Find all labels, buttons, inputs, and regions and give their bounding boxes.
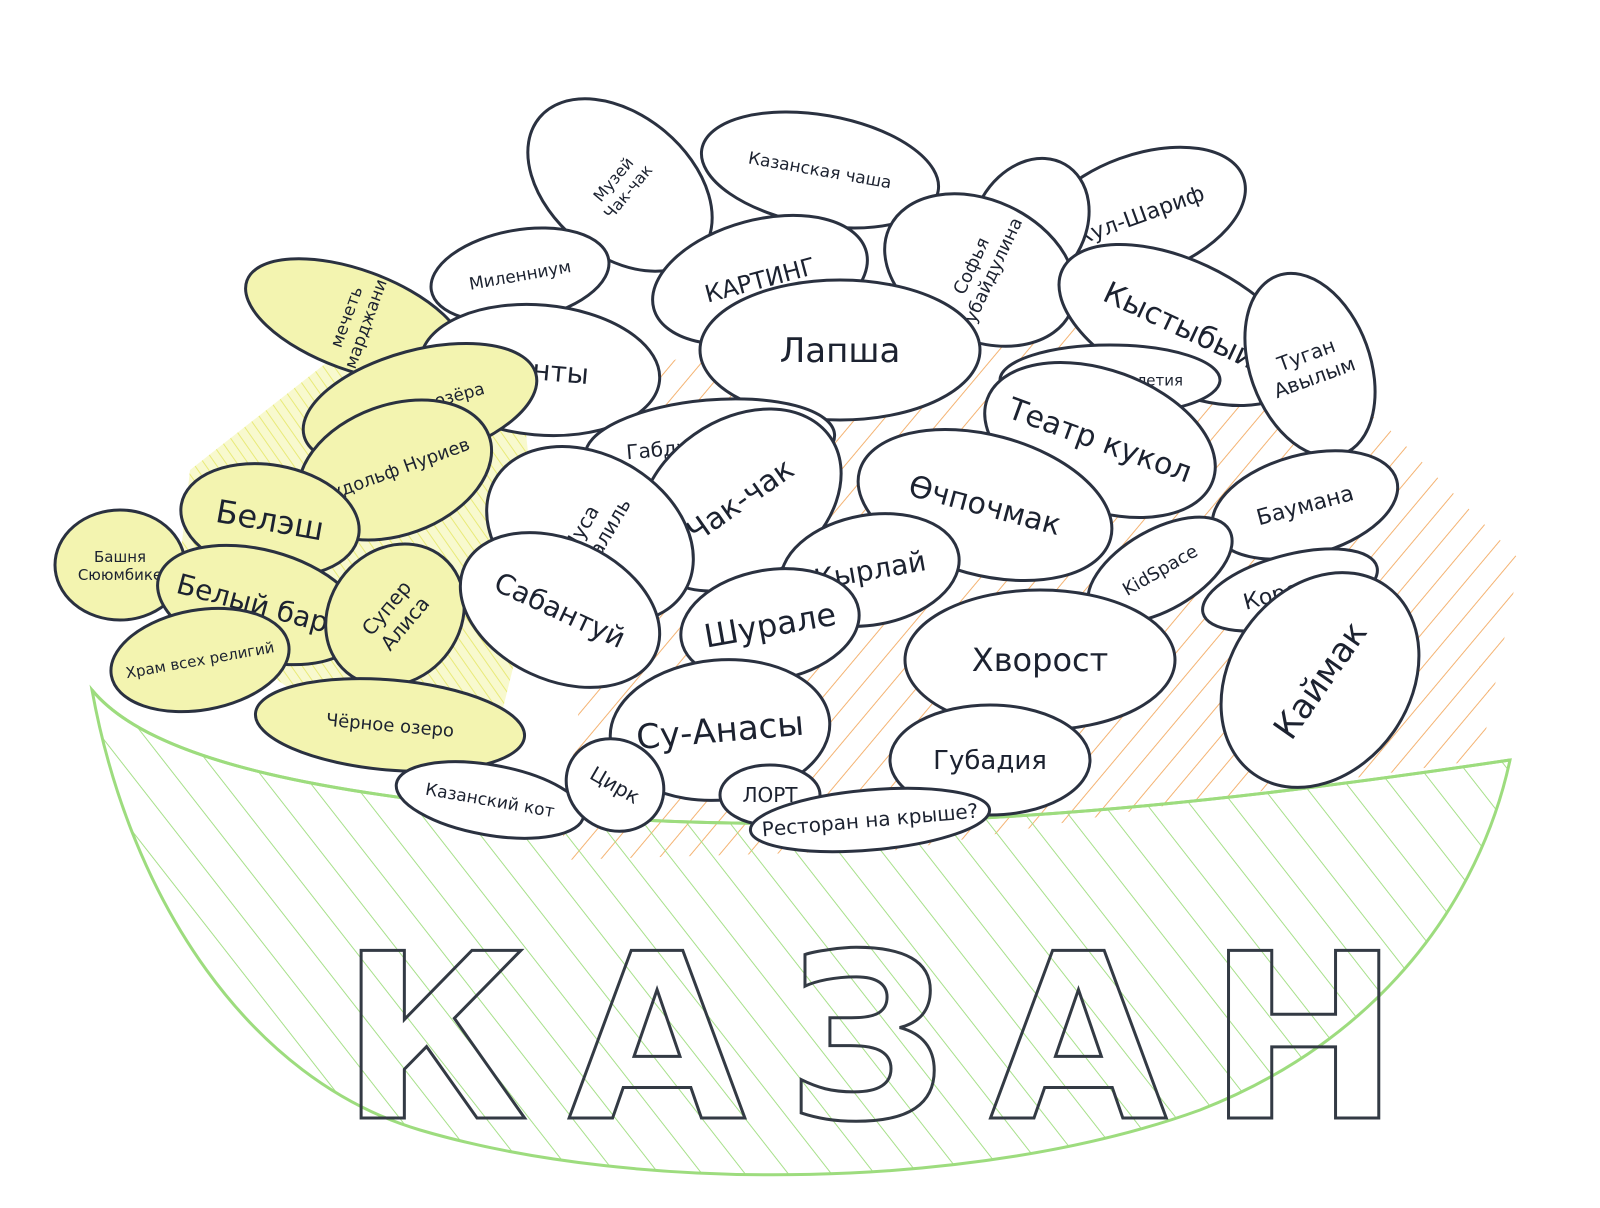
title-kazan: КАЗАН [340,906,1440,1173]
seed-label: Губадия [933,746,1047,776]
seed-label: Лапша [780,331,901,371]
seed-label: Хворост [972,641,1108,679]
bowl-title: КАЗАН [340,906,1440,1173]
seed-khvorost: Хворост [905,590,1175,730]
